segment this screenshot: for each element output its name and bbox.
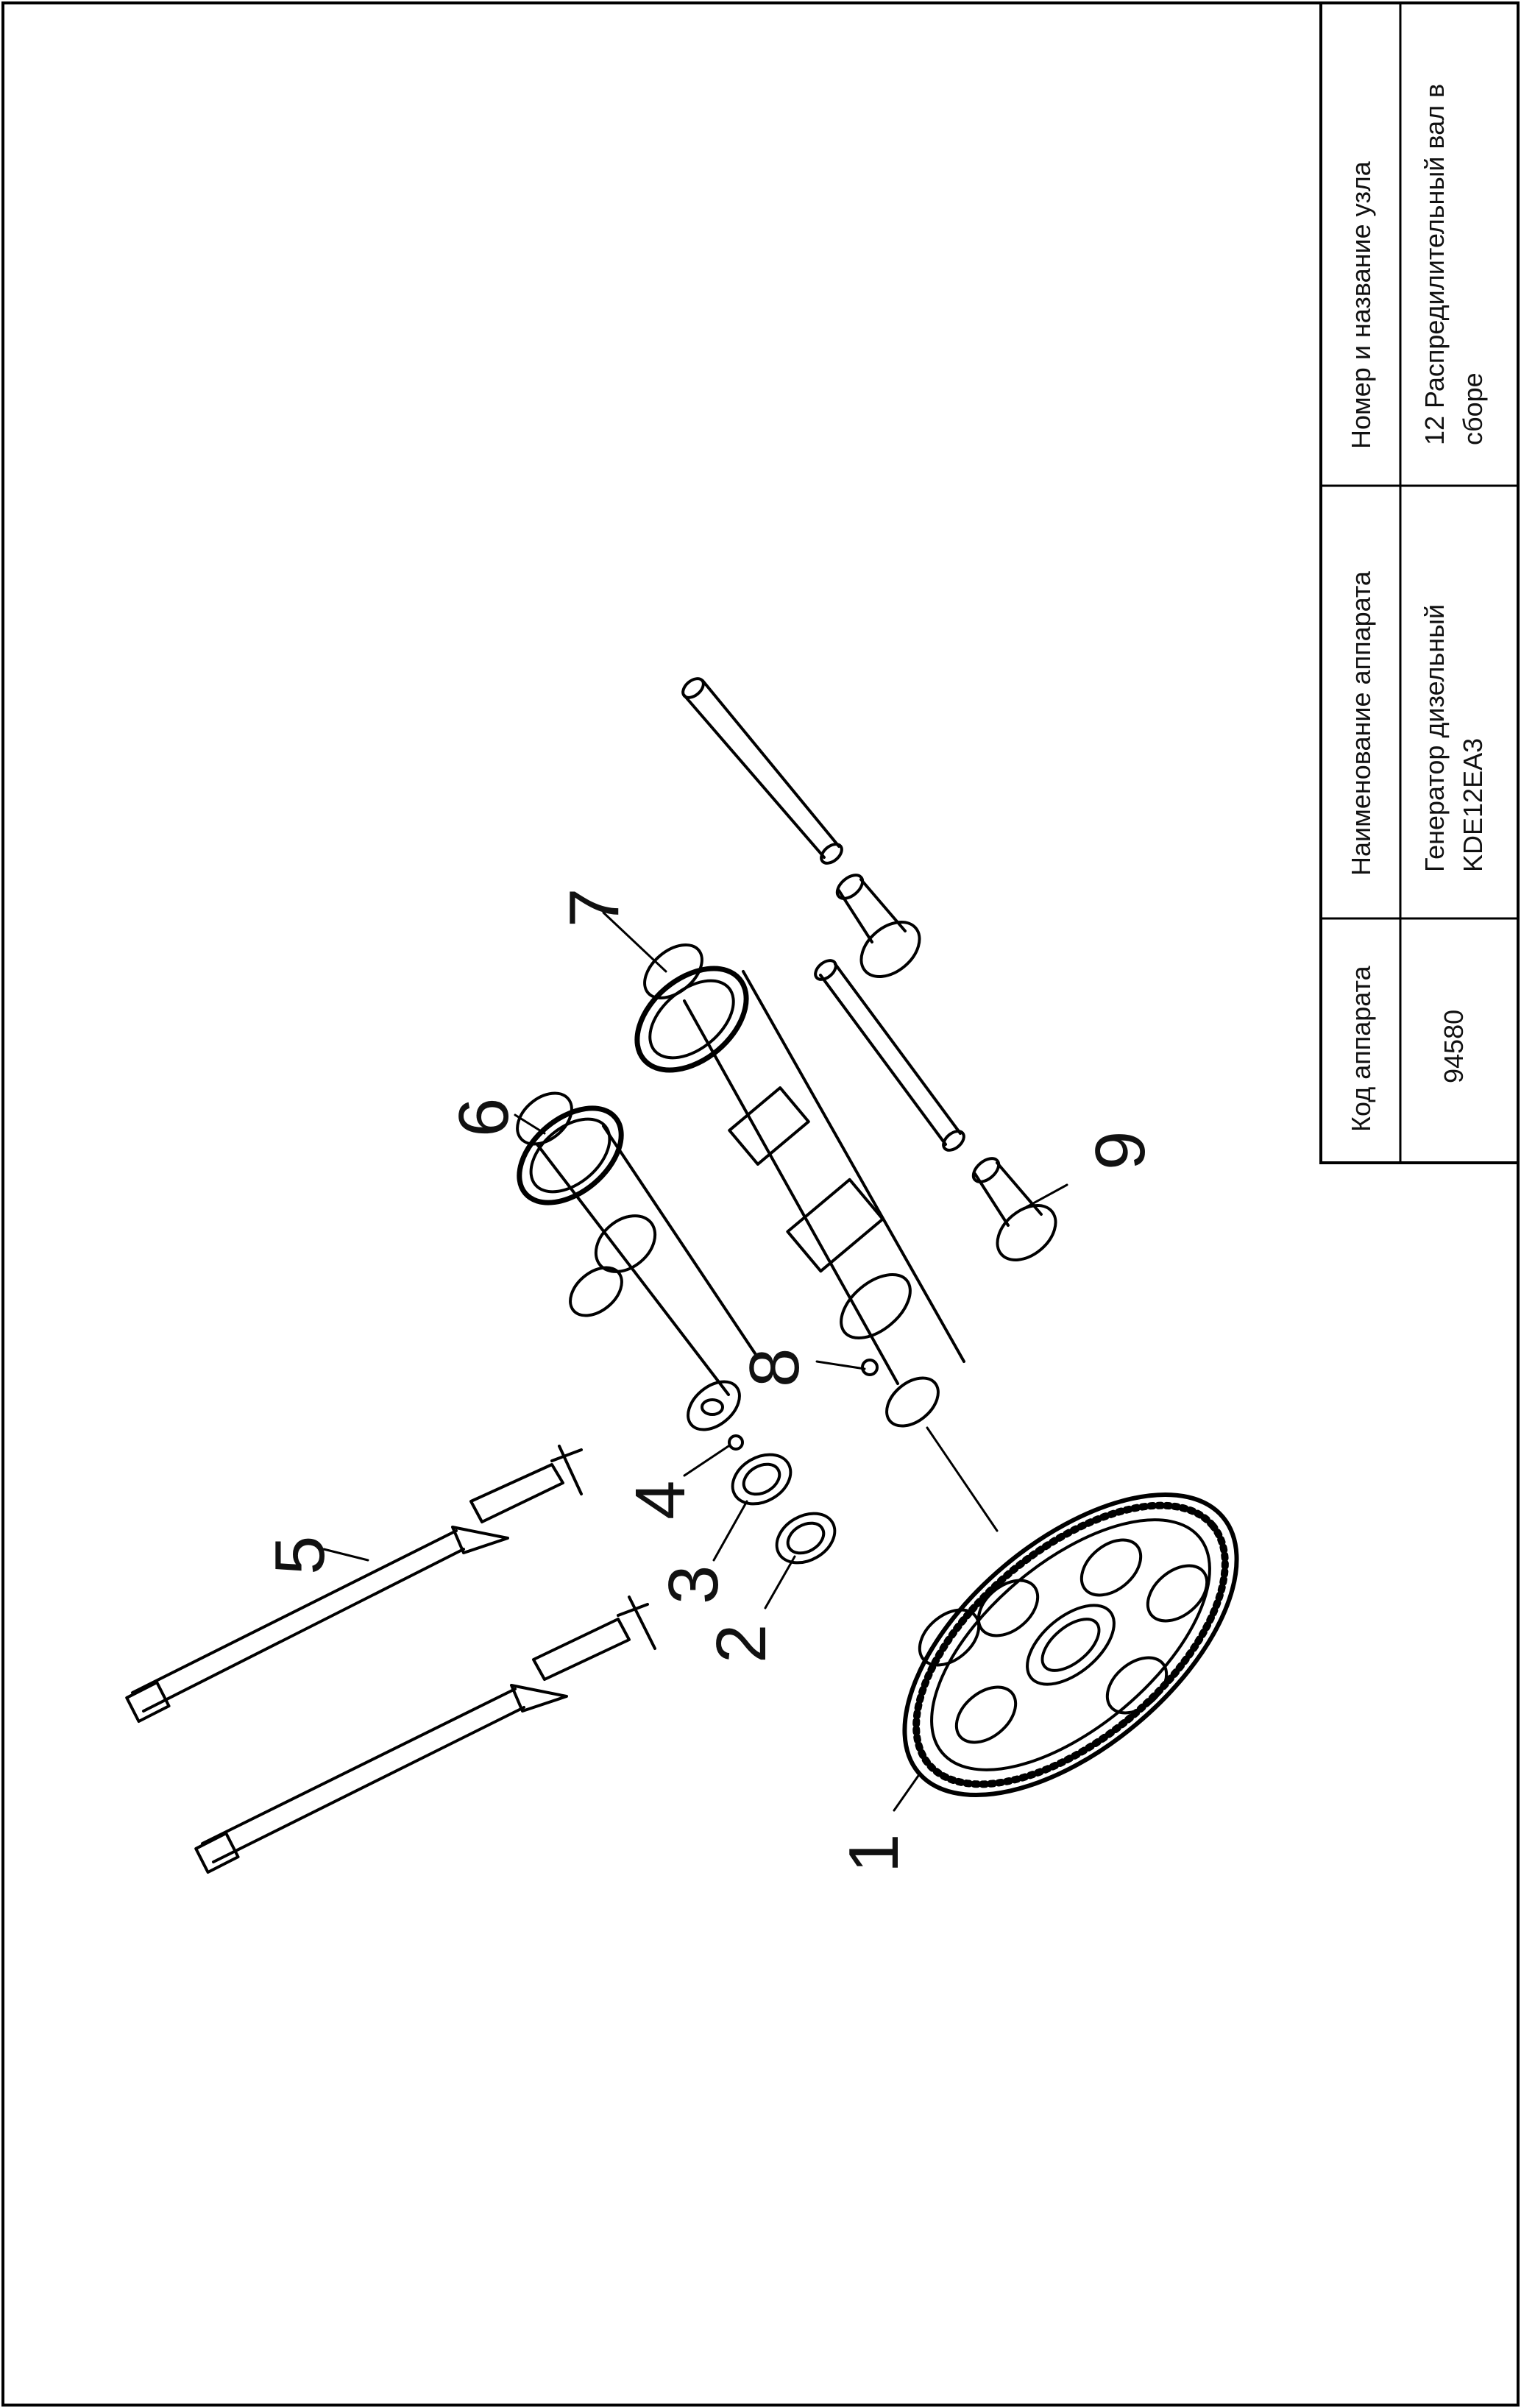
callout-6: 6	[444, 1098, 523, 1137]
unit-value-line1: 12 Распредилительный вал в	[1419, 84, 1450, 445]
camshaft-7	[634, 943, 965, 1428]
push-rod-lower	[814, 959, 965, 1152]
washer-3	[731, 1453, 793, 1506]
callout-2: 2	[702, 1624, 781, 1663]
rod-5-lower	[194, 1596, 656, 1874]
tappet-lower	[971, 1157, 1057, 1261]
camshaft-6	[516, 1091, 759, 1431]
apparatus-name-header: Наименование аппарата	[1346, 570, 1376, 876]
callout-1: 1	[834, 1834, 913, 1873]
apparatus-code-header: Код аппарата	[1346, 965, 1376, 1132]
callout-8: 8	[735, 1348, 814, 1387]
callout-5: 5	[260, 1536, 339, 1575]
tappet-upper	[835, 874, 921, 978]
apparatus-name-line1: Генератор дизельный	[1419, 604, 1450, 872]
exploded-view	[125, 677, 1239, 1874]
push-rod-upper	[681, 677, 843, 865]
callout-7: 7	[555, 888, 634, 927]
callout-labels: 1 2 3 4 5 6 7 8 9	[260, 888, 1160, 1873]
apparatus-name-line2: KDE12EA3	[1458, 738, 1488, 872]
title-block: Номер и название узла 12 Распредилительн…	[1319, 1, 1520, 1164]
washer-2	[775, 1512, 837, 1565]
rod-5-upper	[125, 1445, 583, 1724]
unit-value-line2: сборе	[1458, 372, 1488, 445]
callout-3: 3	[654, 1565, 733, 1604]
unit-header: Номер и название узла	[1346, 160, 1376, 449]
timing-gear	[902, 1492, 1239, 1798]
apparatus-code-value: 94580	[1439, 1010, 1469, 1083]
ball-4	[728, 1434, 744, 1451]
callout-4: 4	[621, 1481, 700, 1520]
callout-9: 9	[1081, 1131, 1160, 1170]
